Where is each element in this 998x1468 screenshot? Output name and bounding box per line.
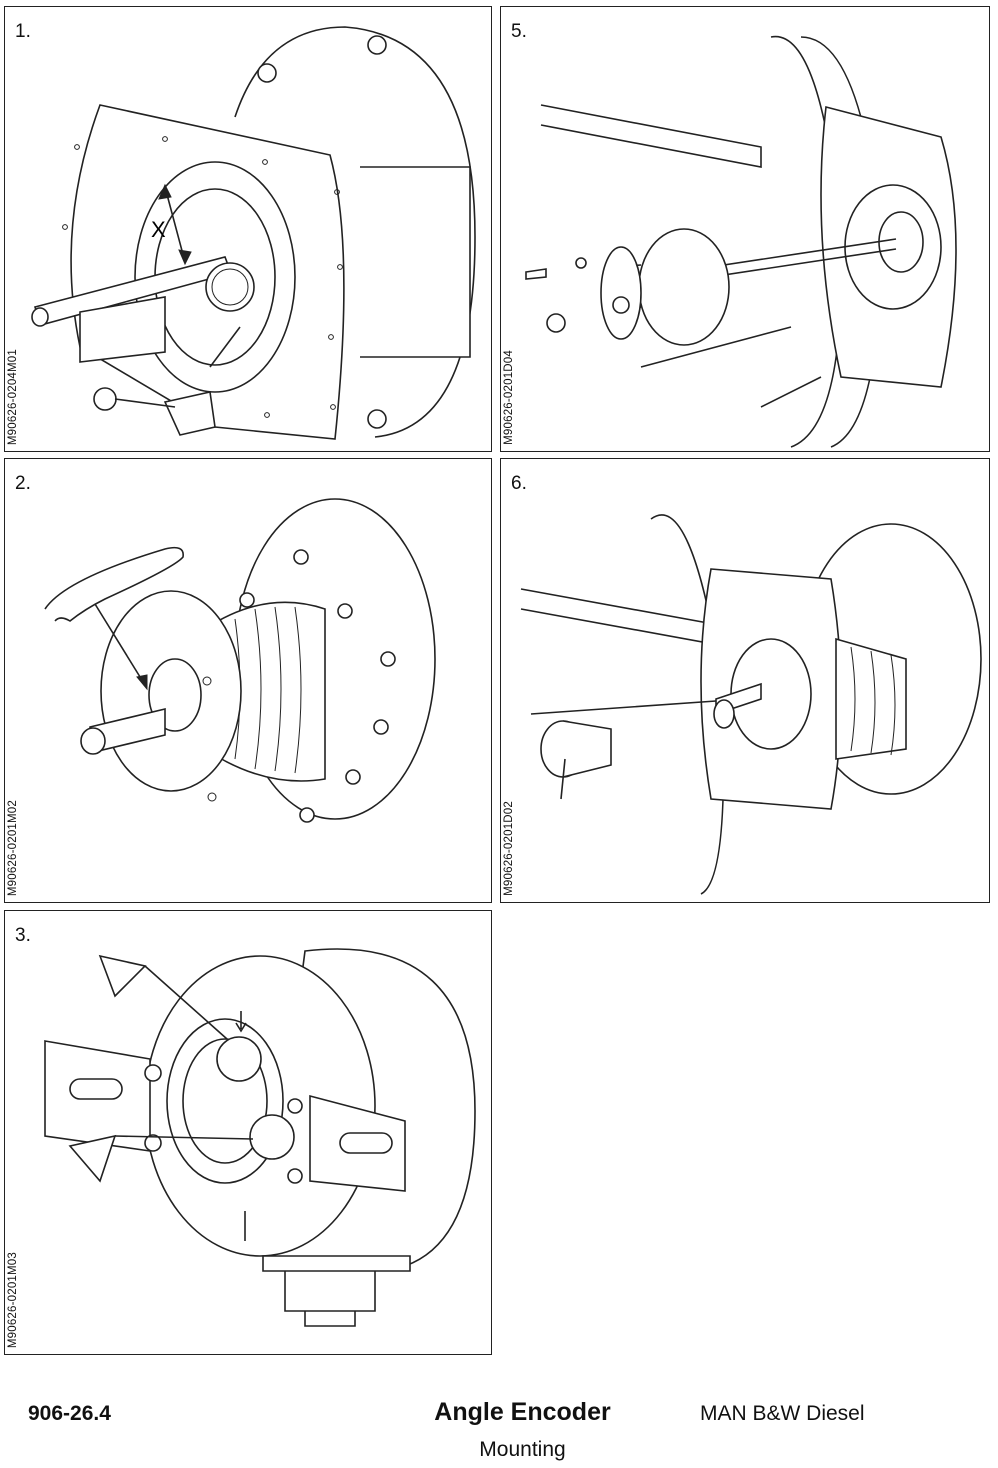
document-title: Angle Encoder: [434, 1398, 611, 1426]
document-number: 906-26.4: [28, 1402, 111, 1425]
encoder-installation-drawing: [520, 514, 982, 895]
figure-panel-1: 1. M90626-0204M01 X: [4, 6, 492, 452]
figure-panel-6: 6. M90626-0201D02: [500, 458, 990, 903]
step-number: 2.: [15, 473, 31, 494]
bellows-tightening-drawing: [44, 498, 436, 823]
step-number: 6.: [511, 473, 527, 494]
document-subtitle: Mounting: [479, 1438, 566, 1461]
encoder-orientation-drawing: [44, 948, 476, 1327]
figure-panel-5: 5. M90626-0201D04: [500, 6, 990, 452]
dimension-label: X: [151, 217, 166, 242]
figure-panel-3: 3. M90626-0201M03: [4, 910, 492, 1355]
step-number: 1.: [15, 21, 31, 42]
figure-panel-2: 2. M90626-0201M02: [4, 458, 492, 903]
bellows-coupling-exploded-drawing: [525, 35, 957, 448]
step-number: 5.: [511, 21, 527, 42]
encoder-alignment-drawing: X: [31, 26, 476, 440]
step-number: 3.: [15, 925, 31, 946]
brand-name: MAN B&W Diesel: [700, 1402, 865, 1425]
